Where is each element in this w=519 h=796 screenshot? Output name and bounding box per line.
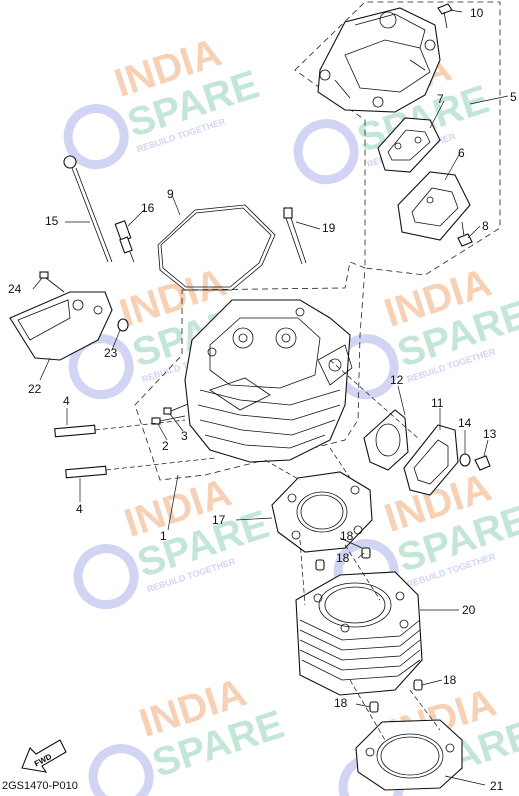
valve-cover-gasket-7: [377, 117, 441, 173]
callout-21: 21: [490, 779, 504, 793]
stud-bolt-4-upper: [54, 419, 186, 438]
cylinder-head-gasket-17: [271, 471, 373, 553]
callout-15: 15: [45, 214, 59, 228]
watermark-7: INDIA SPARE: [88, 670, 289, 796]
gasket-12: [363, 409, 409, 471]
callout-18-d: 18: [334, 696, 348, 710]
assembly-boundaries: [134, 1, 501, 481]
forward-direction-arrow: FWD: [21, 739, 67, 773]
callout-22: 22: [28, 382, 42, 396]
side-cover-22: [9, 291, 113, 361]
bolt-8: [457, 221, 473, 247]
callout-12: 12: [390, 373, 404, 387]
callout-14: 14: [458, 416, 472, 430]
watermark-1: INDIA SPARE REBUILD TOGETHER: [63, 30, 264, 170]
cylinder-base-gasket-21: [355, 719, 463, 791]
dowel-pins-18: [315, 547, 423, 713]
cylinder-block-20: [295, 571, 423, 696]
stud-bolt-4-lower: [65, 457, 216, 479]
watermark-5: INDIA SPARE REBUILD TOGETHER: [73, 470, 274, 610]
callout-10: 10: [470, 6, 484, 20]
watermark-6: INDIA SPARE REBUILD TOGETHER: [333, 465, 519, 605]
callout-17: 17: [212, 513, 226, 527]
head-cover-gasket-9: [157, 204, 276, 291]
bolt-10: [437, 3, 453, 29]
callout-4-upper: 4: [63, 394, 70, 408]
callout-13: 13: [483, 427, 497, 441]
leader-lines: [32, 9, 509, 786]
watermark-logo-icon: [88, 744, 154, 796]
spark-plug-16: [114, 220, 135, 263]
o-ring-23: [117, 318, 129, 332]
callout-4-lower: 4: [76, 502, 83, 516]
callout-11: 11: [431, 396, 444, 410]
stud-bolt-19: [283, 207, 307, 265]
callouts: 10 5 7 6 8 9 16 15 19 24 23 22 4 4 2 3 1…: [8, 6, 517, 793]
washer-14: [459, 453, 471, 467]
bolt-3: [163, 403, 189, 415]
callout-6: 6: [458, 146, 465, 160]
callout-24: 24: [8, 282, 22, 296]
callout-2: 2: [162, 439, 169, 453]
callout-3: 3: [181, 429, 188, 443]
callout-23: 23: [104, 346, 118, 360]
watermark-logo-icon: [73, 544, 139, 610]
cylinder-head-cover: [317, 7, 441, 113]
callout-18-a: 18: [340, 529, 354, 543]
cylinder-head-assembly-boundary: [134, 261, 366, 481]
alignment-lines: [264, 359, 441, 741]
bolt-13: [474, 455, 491, 471]
callout-18-b: 18: [336, 551, 350, 565]
callout-9: 9: [167, 187, 174, 201]
breather-plate-6: [397, 171, 471, 241]
bolt-2: [151, 415, 186, 425]
callout-5: 5: [510, 90, 517, 104]
callout-16: 16: [141, 201, 155, 215]
cover-11: [403, 424, 459, 496]
drawing-code: 2GS1470-P010: [2, 780, 78, 792]
watermark-logo-icon: [293, 119, 359, 185]
callout-19: 19: [322, 221, 336, 235]
watermark-logo-icon: [63, 104, 129, 170]
dipstick-15: [63, 155, 113, 263]
callout-18-c: 18: [443, 673, 457, 687]
bolt-24: [39, 271, 65, 293]
callout-8: 8: [482, 219, 489, 233]
cylinder-head: [184, 299, 353, 463]
callout-20: 20: [462, 603, 476, 617]
callout-1: 1: [160, 529, 167, 543]
callout-7: 7: [437, 92, 444, 106]
cover-assembly-boundary: [294, 1, 501, 276]
watermark-4: INDIA SPARE REBUILD TOGETHER: [333, 260, 519, 400]
